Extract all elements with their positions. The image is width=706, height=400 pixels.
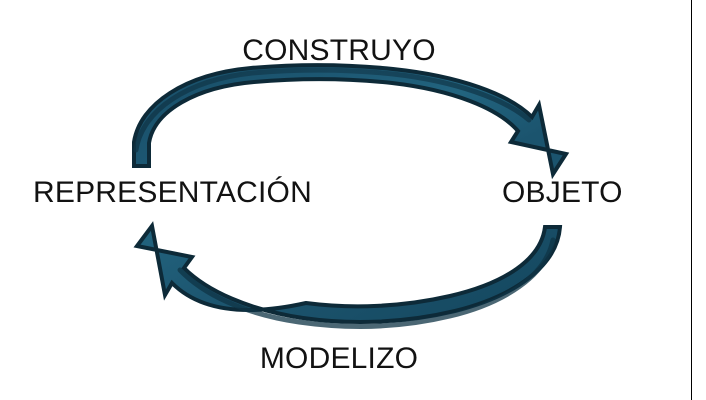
- bottom-arrow-body: [133, 221, 563, 325]
- node-label-objeto: OBJETO: [502, 176, 623, 209]
- slide-right-edge-rule: [691, 0, 692, 400]
- curved-arrow-right-icon: [132, 63, 570, 180]
- top-arrow-body: [132, 63, 570, 180]
- edge-label-construyo: CONSTRUYO: [242, 34, 436, 67]
- bottom-arrow-highlight: [177, 237, 556, 329]
- top-arrow-highlight: [133, 67, 532, 153]
- curved-arrow-left-icon: [133, 221, 563, 329]
- node-label-representacion: REPRESENTACIÓN: [33, 176, 312, 209]
- edge-label-modelizo: MODELIZO: [259, 342, 419, 375]
